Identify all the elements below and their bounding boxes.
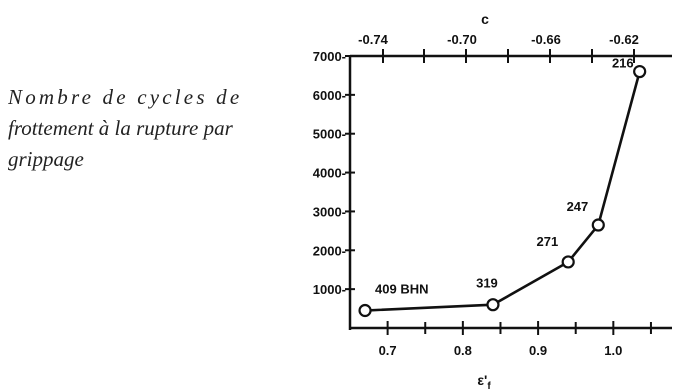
- chart-axes: [348, 54, 672, 330]
- y-tick-label-6000: 6000-: [313, 88, 346, 103]
- data-point-319: [486, 298, 500, 312]
- data-label-271: 271: [536, 234, 558, 249]
- x-axis-title: ε'f: [477, 372, 491, 392]
- x-tick-label-1.0: 1.0: [604, 343, 622, 358]
- series-line: [364, 71, 641, 312]
- caption-line-2: frottement à la rupture par: [8, 116, 233, 140]
- x-axis-title-main: ε': [477, 372, 487, 388]
- y-tick-label-7000: 7000-: [313, 49, 346, 64]
- y-tick-label-4000: 4000-: [313, 166, 346, 181]
- y-tick-label-3000: 3000-: [313, 204, 346, 219]
- y-axis-ticks: 1000- 2000- 3000- 4000- 5000- 6000- 7000-: [313, 49, 355, 297]
- top-tick-label--0.74: -0.74: [358, 32, 388, 47]
- data-label-247: 247: [567, 199, 589, 214]
- top-axis-ticks: -0.74 -0.70 -0.66 -0.62: [358, 32, 639, 63]
- data-point-216: [633, 64, 647, 79]
- top-tick-label--0.70: -0.70: [447, 32, 477, 47]
- y-tick-label-2000: 2000-: [313, 243, 346, 258]
- x-tick-label-0.9: 0.9: [529, 343, 547, 358]
- x-tick-label-0.7: 0.7: [379, 343, 397, 358]
- x-tick-label-0.8: 0.8: [454, 343, 472, 358]
- caption-line-3: grippage: [8, 147, 84, 171]
- x-axis-title-sub: f: [487, 381, 491, 392]
- data-label-216: 216: [612, 56, 634, 71]
- data-label-409-BHN: 409 BHN: [375, 282, 428, 297]
- y-tick-label-5000: 5000-: [313, 127, 346, 142]
- x-axis-ticks: 0.7 0.8 0.9 1.0: [379, 321, 652, 358]
- top-axis-title: c: [481, 11, 489, 27]
- data-point-271: [561, 255, 575, 269]
- data-point-247: [591, 218, 605, 232]
- figure-caption: Nombre de cycles de frottement à la rupt…: [8, 82, 290, 202]
- data-point-409-BHN: [358, 303, 372, 318]
- data-label-319: 319: [476, 276, 498, 291]
- top-tick-label--0.66: -0.66: [531, 32, 561, 47]
- top-tick-label--0.62: -0.62: [609, 32, 639, 47]
- caption-line-1: Nombre de cycles de: [8, 85, 243, 109]
- y-tick-label-1000: 1000-: [313, 282, 346, 297]
- series-group: 409 BHN 319 271 247 216: [358, 56, 647, 318]
